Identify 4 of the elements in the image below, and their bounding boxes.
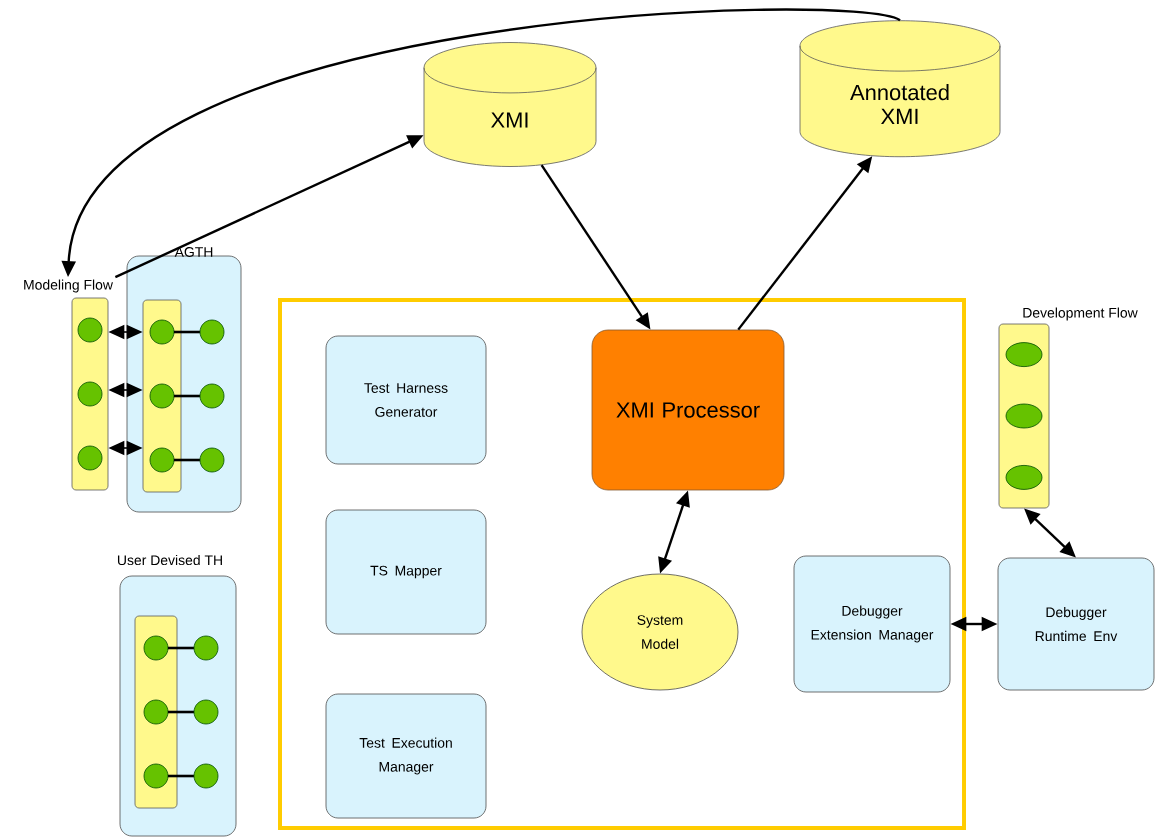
frame-box bbox=[278, 298, 966, 830]
database-cylinder: Annotated XMI bbox=[799, 20, 1001, 158]
database-cylinder: XMI bbox=[423, 42, 597, 167]
processor-box: XMI Processor bbox=[591, 329, 785, 491]
